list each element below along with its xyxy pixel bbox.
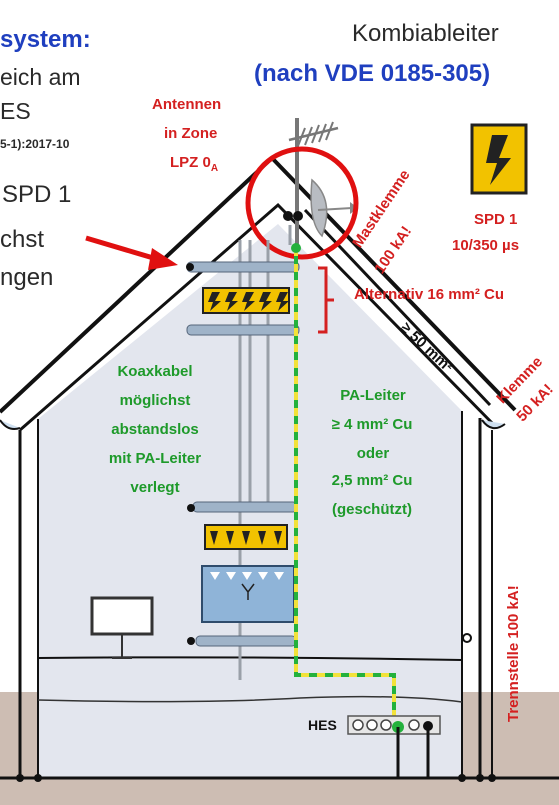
left-line-4: ngen	[0, 264, 54, 291]
antenna-label-3: LPZ 0A	[170, 154, 219, 174]
pa-note-5: (geschützt)	[332, 501, 412, 518]
pa-note-1: PA-Leiter	[340, 387, 406, 404]
lower-spd-arrows	[210, 531, 282, 545]
mast-clamp-node-2	[293, 211, 303, 221]
ground-node-3	[458, 774, 466, 782]
spd-badge-bolt	[486, 135, 511, 185]
left-line-2: ES	[0, 98, 31, 124]
separator-label: Trennstelle 100 kA!	[505, 585, 522, 722]
hes-label: HES	[308, 717, 337, 733]
tv-screen	[90, 596, 154, 636]
coax-note-4: mit PA-Leiter	[108, 450, 202, 467]
pa-conductor-stripe	[294, 248, 396, 727]
upper-busbar-top	[186, 261, 300, 273]
coax-note-1: Koaxkabel	[117, 363, 193, 380]
lower-busbar-node-2	[187, 637, 195, 645]
coax-note-3: abstandslos	[111, 421, 199, 438]
pipe-clip	[462, 633, 472, 643]
coax-note-5: verlegt	[130, 479, 180, 496]
multiswitch-symbol	[241, 583, 255, 600]
lower-busbar-top	[192, 501, 298, 513]
floor-line	[37, 656, 463, 661]
title-line-1: Kombiableiter	[352, 20, 499, 47]
left-line-1: eich am	[0, 64, 81, 90]
left-standard: 5-1):2017-10	[0, 137, 70, 151]
lower-busbar-bottom	[195, 635, 297, 647]
ground-node-5	[488, 774, 496, 782]
dish-arm	[317, 207, 353, 211]
lower-busbar-node	[187, 504, 195, 512]
title-line-2: (nach VDE 0185-305)	[254, 60, 491, 87]
ground-node-1	[16, 774, 24, 782]
red-bracket	[318, 266, 334, 334]
right-gutter	[481, 419, 506, 430]
upper-busbar-node	[186, 263, 194, 271]
ground-node-2	[34, 774, 42, 782]
ground-node-4	[476, 774, 484, 782]
red-arrow-head	[148, 248, 178, 270]
antenna-label-2: in Zone	[164, 125, 218, 142]
highlight-circle	[245, 146, 359, 260]
alternative-label: Alternativ 16 mm² Cu	[354, 286, 505, 303]
left-gutter	[0, 419, 21, 430]
pa-note-3: oder	[356, 445, 390, 462]
pa-node	[291, 243, 301, 253]
upper-spd-bolts	[208, 292, 289, 311]
red-arrow-shaft	[85, 235, 161, 263]
pa-note-4: 2,5 mm² Cu	[331, 472, 413, 489]
mast-clamp-node-1	[283, 211, 293, 221]
antenna-label-1: Antennen	[152, 96, 222, 113]
antenna-label-sub: A	[210, 163, 219, 174]
left-line-3: chst	[0, 226, 45, 253]
upper-busbar-bottom	[186, 324, 300, 336]
left-spd: SPD 1	[2, 181, 72, 208]
satellite-dish	[310, 178, 328, 238]
spd-badge-line-2: 10/350 µs	[452, 237, 520, 254]
hes-terminals	[352, 719, 420, 731]
spd-badge-line-1: SPD 1	[474, 211, 518, 228]
house-outline-inner	[19, 202, 499, 432]
multiswitch-arrows	[210, 572, 284, 580]
pa-note-2: ≥ 4 mm² Cu	[331, 416, 413, 433]
coax-note-2: möglichst	[119, 392, 191, 409]
ground-line	[37, 695, 463, 703]
left-heading: system:	[0, 26, 91, 53]
yagi-elements	[297, 121, 334, 147]
